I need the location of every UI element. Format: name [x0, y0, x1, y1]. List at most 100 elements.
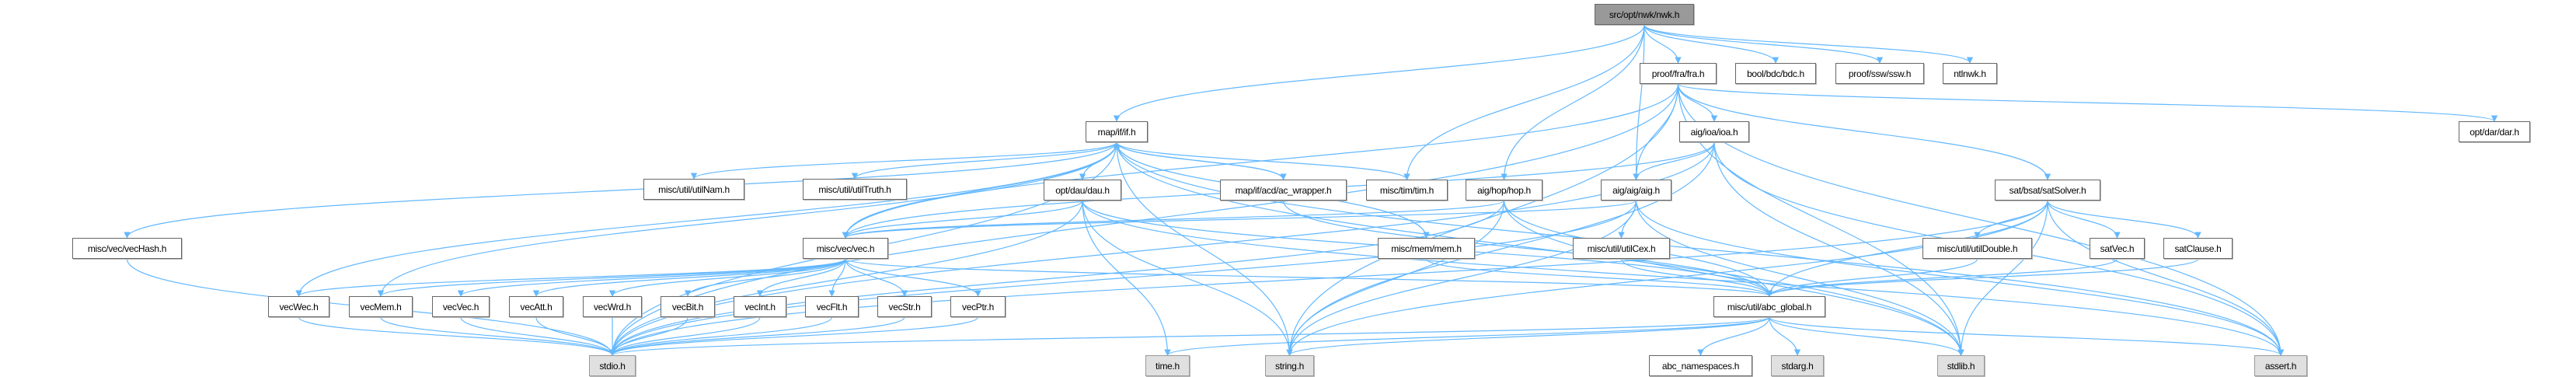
- node-label: stdlib.h: [1947, 360, 1975, 372]
- node-string: string.h: [1265, 355, 1314, 376]
- edge-ioa-to-stdio: [608, 141, 1715, 356]
- node-vec-mem[interactable]: vecMem.h: [349, 296, 413, 317]
- node-vec[interactable]: misc/vec/vec.h: [803, 238, 888, 259]
- node-mem[interactable]: misc/mem/mem.h: [1378, 238, 1475, 259]
- node-vec-vec[interactable]: vecVec.h: [432, 296, 490, 317]
- node-label: assert.h: [2264, 360, 2297, 372]
- edge-vecInt-to-stdio: [608, 316, 761, 356]
- node-label: misc/vec/vecHash.h: [87, 243, 167, 254]
- node-label: string.h: [1275, 360, 1304, 372]
- edge-satSolver-to-satVec: [2047, 200, 2121, 239]
- node-abc-ns[interactable]: abc_namespaces.h: [1649, 355, 1752, 376]
- node-label: misc/tim/tim.h: [1379, 184, 1434, 196]
- node-hop[interactable]: aig/hop/hop.h: [1466, 180, 1542, 201]
- node-dau[interactable]: opt/dau/dau.h: [1044, 180, 1121, 201]
- node-vec-att[interactable]: vecAtt.h: [509, 296, 563, 317]
- node-label: misc/util/utilCex.h: [1587, 243, 1656, 254]
- node-tim[interactable]: misc/tim/tim.h: [1366, 180, 1448, 201]
- edge-fra-to-dar: [1677, 83, 2498, 122]
- edge-satSolver-to-abcGlobal: [1766, 200, 2048, 297]
- node-dar[interactable]: opt/dar/dar.h: [2459, 121, 2530, 142]
- edge-acw-to-if: [1113, 141, 1285, 180]
- node-stdarg: stdarg.h: [1771, 355, 1824, 376]
- edge-satSolver-to-utilDouble: [1974, 200, 2048, 239]
- edge-abcGlobal-to-assert: [1769, 316, 2284, 356]
- edge-vecVec-to-stdio: [460, 316, 616, 356]
- edge-dau-to-assert: [1082, 200, 2285, 356]
- node-ntlnwk[interactable]: ntlnwk.h: [1943, 63, 1997, 84]
- node-label: satVec.h: [2100, 243, 2135, 254]
- edge-aig-to-stdio: [608, 200, 1637, 356]
- edge-if-to-assert: [1116, 141, 2285, 356]
- edge-hop-to-vec: [842, 200, 1505, 239]
- edge-if-to-vecMem: [377, 141, 1117, 297]
- node-label: misc/util/utilDouble.h: [1936, 243, 2018, 254]
- node-vec-str[interactable]: vecStr.h: [877, 296, 932, 317]
- node-label: vecPtr.h: [962, 301, 994, 312]
- node-nwk[interactable]: src/opt/nwk/nwk.h: [1595, 4, 1694, 25]
- node-ioa[interactable]: aig/ioa/ioa.h: [1679, 121, 1749, 142]
- edge-if-to-tim: [1116, 141, 1410, 180]
- node-sat-solver[interactable]: sat/bsat/satSolver.h: [1995, 180, 2100, 201]
- edge-hop-to-stdio: [608, 200, 1505, 356]
- node-util-nam[interactable]: misc/util/utilNam.h: [643, 179, 744, 200]
- edge-abcGlobal-to-stdio: [609, 316, 1770, 356]
- node-vec-hash[interactable]: misc/vec/vecHash.h: [72, 238, 182, 259]
- node-util-double[interactable]: misc/util/utilDouble.h: [1922, 238, 2032, 259]
- node-vec-flt[interactable]: vecFlt.h: [805, 296, 859, 317]
- node-label: aig/ioa/ioa.h: [1690, 126, 1738, 138]
- node-label: opt/dar/dar.h: [2470, 126, 2519, 138]
- edge-nwk-to-bdc: [1644, 24, 1779, 64]
- edge-dau-to-string: [1082, 200, 1293, 356]
- edge-vecPtr-to-stdio: [608, 316, 979, 356]
- node-label: ntlnwk.h: [1954, 68, 1986, 79]
- node-vec-wrd[interactable]: vecWrd.h: [583, 296, 642, 317]
- node-vec-wec[interactable]: vecWec.h: [268, 296, 329, 317]
- node-label: misc/mem/mem.h: [1391, 243, 1462, 254]
- node-bdc[interactable]: bool/bdc/bdc.h: [1735, 63, 1816, 84]
- node-acw[interactable]: map/if/acd/ac_wrapper.h: [1220, 180, 1347, 201]
- edge-nwk-to-ntlnwk: [1644, 24, 1974, 64]
- edge-dau-to-stdio: [608, 200, 1083, 356]
- edge-aig-to-assert: [1635, 200, 2285, 356]
- edge-abcGlobal-to-time: [1164, 316, 1770, 356]
- node-label: misc/util/utilNam.h: [658, 183, 730, 195]
- node-label: vecAtt.h: [520, 301, 552, 312]
- edge-dau-to-vec: [842, 200, 1083, 239]
- edge-satSolver-to-satClause: [2047, 200, 2201, 239]
- node-vec-bit[interactable]: vecBit.h: [661, 296, 715, 317]
- node-sat-clause[interactable]: satClause.h: [2163, 238, 2233, 259]
- node-if[interactable]: map/if/if.h: [1086, 121, 1148, 142]
- edge-aig-to-stdlib: [1635, 200, 1964, 356]
- node-sat-vec[interactable]: satVec.h: [2090, 238, 2145, 259]
- node-assert: assert.h: [2254, 355, 2307, 376]
- edge-nwk-to-ssw: [1644, 24, 1884, 64]
- node-ssw[interactable]: proof/ssw/ssw.h: [1835, 63, 1924, 84]
- edge-fra-to-satSolver: [1677, 83, 2051, 180]
- node-aig[interactable]: aig/aig/aig.h: [1601, 180, 1671, 201]
- edge-vec-to-vecMem: [377, 258, 846, 297]
- edge-abcGlobal-to-stdarg: [1769, 316, 1801, 356]
- edge-nwk-to-hop: [1501, 24, 1645, 180]
- edge-aig-to-vec: [842, 200, 1637, 239]
- edge-nwk-to-aig: [1633, 24, 1645, 180]
- edge-satSolver-to-string: [1286, 200, 2048, 356]
- edge-if-to-utilNam: [690, 141, 1117, 180]
- edge-vec-to-vecAtt: [532, 258, 846, 297]
- node-abc-global[interactable]: misc/util/abc_global.h: [1713, 296, 1825, 317]
- node-time: time.h: [1145, 355, 1190, 376]
- edge-utilDouble-to-abcGlobal: [1766, 258, 1978, 297]
- edge-aig-to-string: [1286, 200, 1637, 356]
- edge-vec-to-vecInt: [756, 258, 846, 297]
- edge-nwk-to-fra: [1644, 24, 1682, 64]
- edge-vec-to-vecFlt: [828, 258, 846, 297]
- node-fra[interactable]: proof/fra/fra.h: [1640, 63, 1717, 84]
- node-vec-int[interactable]: vecInt.h: [734, 296, 786, 317]
- edge-vec-to-vecStr: [845, 258, 908, 297]
- node-vec-ptr[interactable]: vecPtr.h: [950, 296, 1006, 317]
- node-util-truth[interactable]: misc/util/utilTruth.h: [803, 179, 907, 200]
- node-label: stdarg.h: [1781, 360, 1814, 372]
- node-util-cex[interactable]: misc/util/utilCex.h: [1573, 238, 1670, 259]
